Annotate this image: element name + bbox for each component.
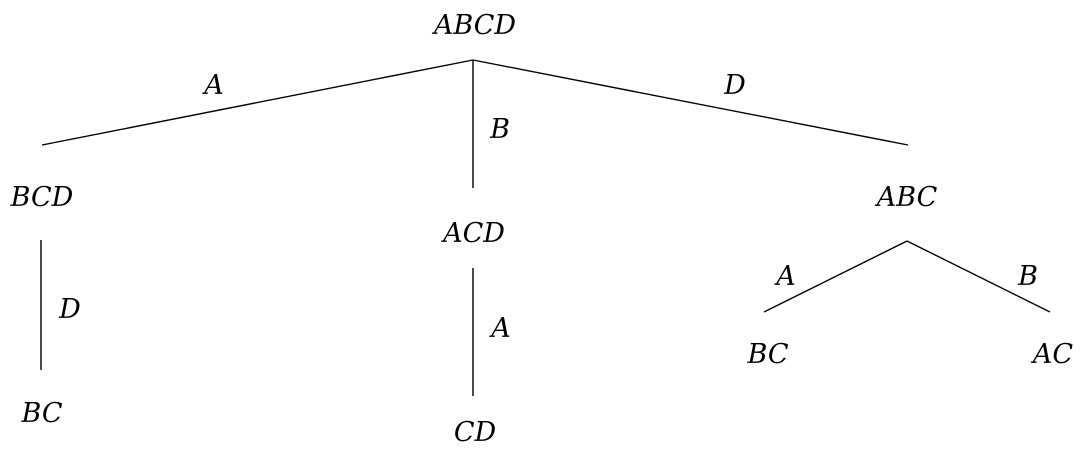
edge-label-abc-ac: B xyxy=(1017,261,1038,292)
node-cd: CD xyxy=(454,417,497,448)
node-bcd: BCD xyxy=(10,182,74,213)
node-root: ABCD xyxy=(431,10,516,41)
edge-abc-to-bc xyxy=(763,240,908,313)
edge-root-to-bcd xyxy=(41,59,474,146)
node-acd: ACD xyxy=(440,218,505,249)
edge-label-abc-bc: A xyxy=(773,261,796,292)
node-abc: ABC xyxy=(874,182,938,213)
node-bc-left: BC xyxy=(20,398,62,429)
node-bc-right: BC xyxy=(746,339,788,370)
edge-abc-to-ac xyxy=(906,240,1051,313)
edge-root-to-abc xyxy=(472,59,909,146)
edge-label-root-acd: B xyxy=(489,114,510,145)
node-ac: AC xyxy=(1030,339,1073,370)
edge-label-acd-cd: A xyxy=(488,313,511,344)
edge-label-root-bcd: A xyxy=(201,70,224,101)
edge-label-bcd-bc: D xyxy=(58,294,81,325)
edge-label-root-abc: D xyxy=(723,70,746,101)
